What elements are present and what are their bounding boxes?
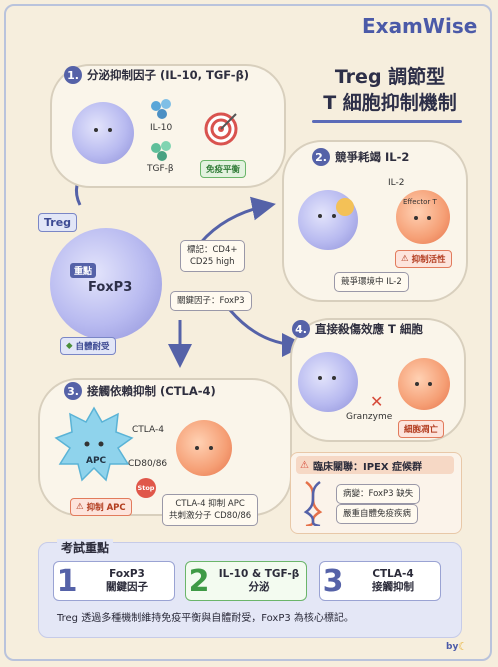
autotolerance-tag: ◆ 自體耐受 — [60, 337, 116, 355]
key-point-number-2: 2 — [188, 563, 210, 599]
warning-icon-2: ⚠ — [76, 502, 84, 512]
key-point-card-3: 3 CTLA-4 接觸抑制 — [319, 561, 441, 601]
stop-sign-icon: Stop — [136, 478, 156, 498]
section-1-header: 1. 分泌抑制因子 (IL-10, TGF-β) — [64, 66, 249, 84]
section-1-number: 1. — [64, 66, 82, 84]
treg-cell-section-4 — [298, 352, 358, 412]
title-underline — [312, 120, 462, 123]
page-border — [4, 4, 492, 661]
section-2-header: 2. 競爭耗竭 IL-2 — [312, 148, 409, 166]
tgfb-molecule-icon — [151, 141, 171, 161]
key-point-text-2: IL-10 & TGF-β 分泌 — [212, 568, 306, 594]
section-2-title: 競爭耗竭 IL-2 — [335, 150, 410, 164]
cd8086-label: CD80/86 — [128, 459, 168, 469]
key-point-number-3: 3 — [322, 563, 344, 599]
effector-t-label: Effector T — [403, 198, 437, 206]
section-1-title: 分泌抑制因子 (IL-10, TGF-β) — [87, 68, 250, 82]
section-2-number: 2. — [312, 148, 330, 166]
ctla4-note-line-1: CTLA-4 抑制 APC — [175, 499, 245, 509]
apc-label: APC — [86, 456, 107, 466]
section-3-title: 接觸依賴抑制 (CTLA-4) — [87, 384, 216, 398]
block-x-icon: ✕ — [370, 392, 384, 411]
key-point-text-3: CTLA-4 接觸抑制 — [346, 568, 440, 594]
key-point-3-line-2: 接觸抑制 — [372, 581, 414, 593]
clinical-header: ⚠ 臨床關聯：IPEX 症候群 — [296, 456, 454, 474]
key-point-1-line-1: FoxP3 — [109, 568, 145, 580]
effector-t-cell-section-3 — [176, 420, 232, 476]
key-point-2-line-2: 分泌 — [248, 581, 270, 593]
marker-box: 標記：CD4+ CD25 high — [180, 240, 245, 272]
section-4-header: 4. 直接殺傷效應 T 細胞 — [292, 320, 423, 338]
section-4-number: 4. — [292, 320, 310, 338]
apoptotic-cell — [398, 358, 450, 410]
effector-t-cell — [396, 190, 450, 244]
il2-competition-note: 競爭環境中 IL-2 — [334, 272, 409, 292]
il2-label: IL-2 — [388, 178, 405, 188]
key-point-number-1: 1 — [56, 563, 78, 599]
suppress-activity-label: 抑制活性 — [411, 255, 446, 265]
banana-icon: ☾ — [458, 640, 468, 653]
ctla4-label: CTLA-4 — [132, 425, 164, 435]
il10-label: IL-10 — [150, 123, 173, 133]
suppress-activity-tag: ⚠ 抑制活性 — [395, 250, 452, 268]
title-line-1: Treg 調節型 — [334, 66, 446, 88]
key-point-card-2: 2 IL-10 & TGF-β 分泌 — [185, 561, 307, 601]
il10-molecule-icon — [151, 99, 171, 119]
autotolerance-label: 自體耐受 — [75, 342, 110, 352]
shield-icon: ◆ — [66, 341, 73, 351]
foxp3-label: FoxP3 — [88, 280, 133, 295]
treg-cell-main — [50, 228, 162, 340]
key-points-heading: 考試重點 — [57, 539, 114, 556]
key-points-panel: 考試重點 1 FoxP3 關鍵因子 2 IL-10 & TGF-β 分泌 3 C… — [38, 539, 462, 638]
warning-icon: ⚠ — [401, 254, 409, 264]
key-factor-box: 關鍵因子：FoxP3 — [170, 291, 252, 311]
dna-icon — [303, 480, 323, 526]
signature: by — [446, 642, 459, 652]
section-3-header: 3. 接觸依賴抑制 (CTLA-4) — [64, 382, 216, 400]
ctla4-note-line-2: 共刺激分子 CD80/86 — [169, 511, 252, 521]
clinical-disease-box: 嚴重自體免疫疾病 — [336, 504, 419, 524]
key-point-badge: 重點 — [70, 263, 97, 278]
treg-cell-small — [72, 102, 134, 164]
warning-icon-3: ⚠ — [300, 459, 309, 471]
key-point-card-1: 1 FoxP3 關鍵因子 — [53, 561, 175, 601]
il2-consumed-icon — [336, 198, 354, 216]
brand-logo: ExamWise — [362, 14, 478, 38]
target-icon — [204, 112, 238, 146]
key-point-text-1: FoxP3 關鍵因子 — [80, 568, 174, 594]
title-line-2: T 細胞抑制機制 — [323, 92, 457, 114]
key-points-summary: Treg 透過多種機制維持免疫平衡與自體耐受，FoxP3 為核心標記。 — [57, 613, 354, 624]
section-4-title: 直接殺傷效應 T 細胞 — [315, 322, 423, 336]
ctla4-note-box: CTLA-4 抑制 APC 共刺激分子 CD80/86 — [162, 494, 259, 526]
apoptosis-tag: 細胞凋亡 — [398, 420, 445, 438]
tgfb-label: TGF-β — [147, 164, 174, 174]
clinical-title: 臨床關聯：IPEX 症候群 — [312, 461, 423, 473]
treg-label: Treg — [38, 213, 78, 232]
immune-balance-tag: 免疫平衡 — [200, 160, 247, 178]
page-title: Treg 調節型 T 細胞抑制機制 — [300, 64, 480, 116]
key-point-1-line-2: 關鍵因子 — [106, 581, 148, 593]
key-point-2-line-1: IL-10 & TGF-β — [218, 568, 300, 580]
section-3-number: 3. — [64, 382, 82, 400]
suppress-apc-label: 抑制 APC — [86, 503, 126, 513]
granzyme-label: Granzyme — [346, 412, 393, 422]
clinical-lesion-box: 病變：FoxP3 缺失 — [336, 484, 421, 504]
arrow-to-section-4 — [228, 309, 306, 357]
marker-line-2: CD25 high — [189, 257, 235, 267]
apc-cell — [54, 406, 134, 482]
marker-line-1: 標記：CD4+ — [187, 245, 238, 255]
suppress-apc-tag: ⚠ 抑制 APC — [70, 498, 132, 516]
key-point-3-line-1: CTLA-4 — [372, 568, 414, 580]
